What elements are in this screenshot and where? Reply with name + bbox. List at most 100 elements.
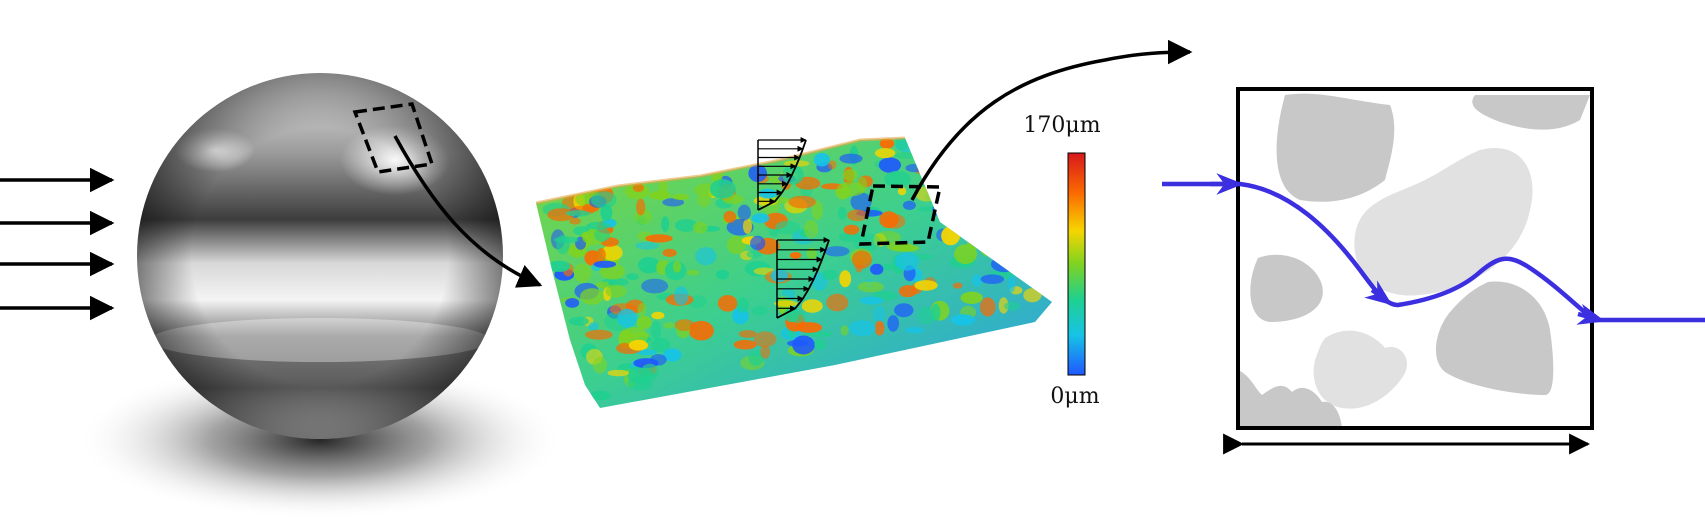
surface-bump	[723, 210, 737, 223]
colorbar: 170μm 0μm	[1023, 113, 1100, 409]
surface-bump	[662, 198, 685, 207]
surface-bump	[840, 325, 849, 336]
surface-bump	[980, 297, 996, 317]
surface-bump	[887, 315, 899, 332]
surface-bump	[826, 293, 849, 312]
surface-bump	[838, 206, 847, 220]
surface-bump	[875, 230, 901, 244]
velocity-envelope	[776, 239, 830, 319]
surface-bump	[750, 235, 766, 251]
surface-bump	[894, 152, 919, 159]
metal-sphere	[75, 73, 565, 520]
sphere-shadow	[75, 360, 565, 520]
surface-bump	[638, 257, 660, 274]
surface-bump	[758, 188, 777, 199]
surface-bump	[661, 216, 670, 232]
surface-bump	[742, 218, 753, 234]
surface-bump	[649, 190, 671, 200]
surface-bump	[547, 208, 575, 222]
surface-bump	[674, 319, 696, 331]
surface-bump	[956, 222, 965, 234]
surface-bump	[879, 138, 895, 149]
inflow-arrows	[0, 167, 115, 321]
surface-bump	[627, 376, 653, 391]
surface-bump	[692, 221, 708, 234]
surface-bump	[640, 363, 659, 381]
surface-bump	[902, 200, 916, 210]
grain	[1354, 148, 1533, 296]
surface-bump	[591, 191, 617, 209]
surface-bump	[608, 279, 617, 286]
surface-bump	[914, 280, 938, 291]
surface-bump	[848, 320, 876, 337]
surface-bump	[782, 287, 796, 300]
surface-bump	[641, 278, 669, 294]
surface-bump	[775, 220, 801, 235]
surface-bump	[697, 193, 711, 208]
surface-bump	[585, 329, 613, 340]
surface-bump	[870, 263, 884, 275]
surface-bump	[695, 247, 717, 266]
surface-bump	[733, 339, 757, 350]
surface-bump	[586, 221, 610, 230]
colorbar-gradient	[1067, 152, 1086, 376]
surface-bump	[1007, 275, 1016, 293]
surface-bump	[650, 320, 662, 340]
grain	[1435, 281, 1554, 395]
surface-bump	[950, 314, 976, 326]
zoom-arrow-2	[910, 39, 1193, 201]
surface-bump	[565, 210, 591, 217]
surface-bump	[645, 234, 673, 243]
surface-bump	[872, 305, 886, 324]
velocity-profile-lower	[776, 237, 830, 319]
surface-bump	[626, 273, 639, 281]
surface-bump	[709, 179, 736, 199]
grain	[1276, 93, 1395, 202]
surface-bump	[814, 339, 826, 350]
surface-bump	[827, 160, 837, 170]
porous-medium-box	[1162, 87, 1705, 455]
surface-bump	[980, 274, 1005, 285]
surface-bump	[842, 169, 858, 182]
surface-bump	[617, 308, 638, 328]
surface-bump	[843, 224, 860, 235]
surface-bump	[726, 235, 746, 255]
surface-bump	[568, 316, 589, 326]
surface-bump	[753, 331, 777, 348]
surface-bump	[941, 226, 961, 246]
surface-bump	[905, 163, 925, 173]
surface-bump	[569, 217, 581, 225]
surface-bump	[632, 183, 645, 192]
surface-bump	[917, 306, 935, 325]
surface-bump	[590, 390, 611, 401]
surface-bump	[801, 299, 823, 313]
surface-bump	[662, 348, 682, 362]
surface-bump	[957, 208, 967, 227]
surface-bump	[554, 236, 579, 244]
surface-bump	[662, 248, 677, 257]
surface-bump	[548, 260, 571, 272]
surface-bump	[605, 284, 627, 298]
surface-bump	[821, 269, 838, 281]
surface-bump	[774, 300, 798, 307]
surface-bump	[760, 345, 771, 359]
surface-bump	[635, 349, 658, 356]
surface-bump	[594, 227, 611, 242]
surface-bump	[991, 256, 1018, 273]
surface-bump	[874, 320, 885, 336]
surface-bump	[905, 326, 925, 334]
surface-bump	[979, 240, 1001, 257]
surface-bump	[593, 260, 617, 268]
surface-bump	[960, 291, 983, 304]
surface-bump	[573, 263, 592, 283]
flow-path	[1162, 181, 1705, 323]
porous-box-frame	[1236, 87, 1594, 430]
surface-bump	[857, 281, 884, 293]
surface-bump	[847, 209, 868, 222]
surface-bump	[850, 192, 872, 212]
surface-bump	[748, 350, 764, 366]
velocity-envelope	[757, 139, 807, 211]
surface-bump	[930, 303, 941, 321]
surface-bump	[952, 282, 963, 289]
surface-bump	[789, 252, 802, 259]
